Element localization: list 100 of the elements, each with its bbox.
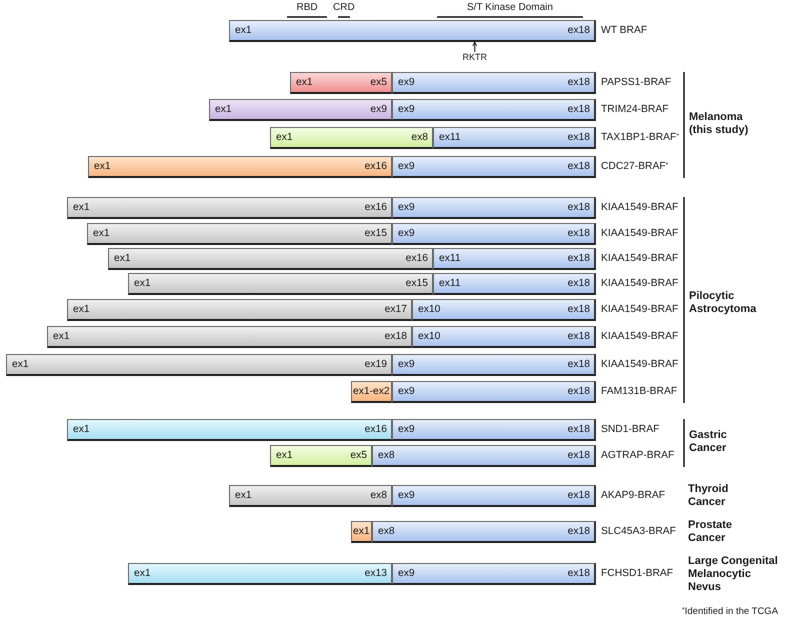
cancer-type-label: Pilocytic Astrocytoma — [689, 290, 758, 316]
braf-exon-bar — [392, 485, 596, 507]
partner-exon-bar — [270, 445, 372, 467]
braf-exon-bar — [392, 381, 596, 403]
braf-exon-bar — [372, 445, 596, 467]
exon-label: ex9 — [398, 423, 415, 437]
braf-exon-bar — [433, 273, 596, 295]
exon-label: ex8 — [411, 131, 428, 145]
exon-label: ex16 — [406, 252, 428, 266]
exon-label: ex1 — [353, 525, 370, 539]
braf-exon-bar — [412, 326, 596, 348]
exon-label: ex8 — [378, 449, 395, 463]
exon-label: ex15 — [364, 227, 387, 241]
cancer-type-label: Prostate Cancer — [688, 519, 734, 545]
exon-label: ex9 — [398, 385, 415, 399]
exon-label: ex18 — [384, 330, 407, 344]
fusion-name-label: WT BRAF — [601, 24, 648, 38]
braf-exon-bar — [433, 248, 596, 270]
braf-exon-bar — [392, 197, 596, 219]
braf-exon-bar — [392, 223, 596, 245]
partner-exon-bar — [108, 248, 433, 270]
exon-label: ex1 — [134, 567, 151, 581]
exon-label: ex1 — [53, 330, 70, 344]
domain-label: CRD — [333, 2, 355, 14]
partner-exon-bar — [270, 127, 433, 149]
exon-label: ex1 — [296, 76, 313, 90]
exon-label: ex18 — [568, 76, 590, 90]
partner-exon-bar — [351, 521, 372, 543]
footnote: $^{*}$Identified in the TCGA — [682, 606, 778, 618]
braf-exon-bar — [412, 299, 596, 321]
exon-label: ex1 — [235, 489, 252, 503]
exon-label: ex18 — [568, 227, 590, 241]
exon-label: ex1 — [73, 303, 90, 317]
exon-label: ex18 — [568, 131, 590, 145]
fusion-name-label: SND1-BRAF — [601, 423, 660, 437]
exon-label: ex8 — [370, 489, 387, 503]
fusion-name-label: FCHSD1-BRAF — [601, 567, 674, 581]
exon-label: ex9 — [398, 567, 415, 581]
partner-exon-bar — [47, 326, 412, 348]
exon-label: ex16 — [364, 160, 387, 174]
exon-label: ex18 — [568, 525, 590, 539]
exon-label: ex9 — [398, 489, 415, 503]
fusion-name-label: AGTRAP-BRAF — [601, 449, 674, 463]
partner-exon-bar — [290, 72, 392, 94]
braf-exon-bar — [392, 563, 596, 585]
braf-exon-bar — [392, 419, 596, 441]
partner-exon-bar — [67, 197, 392, 219]
exon-label: ex1 — [235, 24, 252, 38]
braf-exon-bar — [392, 72, 596, 94]
exon-label: ex18 — [568, 358, 590, 372]
leader-arrow — [472, 42, 478, 52]
braf-exon-bar — [392, 354, 596, 376]
domain-label: S/T Kinase Domain — [467, 2, 553, 14]
exon-label: ex10 — [418, 330, 440, 344]
partner-exon-bar — [351, 381, 392, 403]
cancer-type-label: Melanoma (this study) — [689, 111, 750, 137]
partner-exon-bar — [87, 223, 392, 245]
braf-exon-bar — [392, 156, 596, 178]
exon-label: ex10 — [418, 303, 440, 317]
fusion-name-label: TAX1BP1-BRAF$^{*}$ — [601, 131, 680, 145]
fusion-name-label: KIAA1549-BRAF — [601, 303, 678, 317]
exon-label: ex19 — [364, 358, 387, 372]
motif-label: RKTR — [462, 52, 487, 63]
exon-label: ex18 — [568, 303, 590, 317]
exon-label: ex18 — [568, 489, 590, 503]
domain-label: RBD — [296, 2, 318, 14]
exon-label: ex9 — [398, 227, 415, 241]
exon-label: ex5 — [370, 76, 387, 90]
partner-exon-bar — [6, 354, 392, 376]
exon-label: ex15 — [406, 277, 428, 291]
exon-label: ex1 — [134, 277, 151, 291]
exon-label: ex1 — [94, 160, 111, 174]
exon-label: ex18 — [568, 423, 590, 437]
exon-label: ex9 — [398, 76, 415, 90]
exon-label: ex1 — [276, 131, 293, 145]
fusion-name-label: SLC45A3-BRAF — [601, 525, 676, 539]
exon-label: ex11 — [439, 252, 461, 266]
partner-exon-bar — [209, 99, 392, 121]
exon-label: ex17 — [384, 303, 407, 317]
exon-label: ex18 — [568, 449, 590, 463]
fusion-name-label: KIAA1549-BRAF — [601, 277, 678, 291]
exon-label: ex1 — [215, 103, 232, 117]
braf-exon-bar — [392, 99, 596, 121]
fusion-name-label: KIAA1549-BRAF — [601, 330, 678, 344]
fusion-name-label: KIAA1549-BRAF — [601, 252, 678, 266]
partner-exon-bar — [67, 419, 392, 441]
partner-exon-bar — [128, 273, 433, 295]
exon-label: ex18 — [568, 201, 590, 215]
partner-exon-bar — [88, 156, 392, 178]
exon-label: ex18 — [568, 385, 590, 399]
partner-exon-bar — [128, 563, 392, 585]
partner-exon-bar — [67, 299, 412, 321]
exon-label: ex18 — [568, 103, 590, 117]
fusion-name-label: AKAP9-BRAF — [601, 489, 666, 503]
partner-exon-bar — [229, 485, 392, 507]
exon-label: ex1 — [276, 449, 293, 463]
exon-label: ex11 — [439, 131, 461, 145]
cancer-type-label: Thyroid Cancer — [688, 483, 730, 509]
exon-label: ex11 — [439, 277, 461, 291]
exon-label: ex9 — [398, 358, 415, 372]
